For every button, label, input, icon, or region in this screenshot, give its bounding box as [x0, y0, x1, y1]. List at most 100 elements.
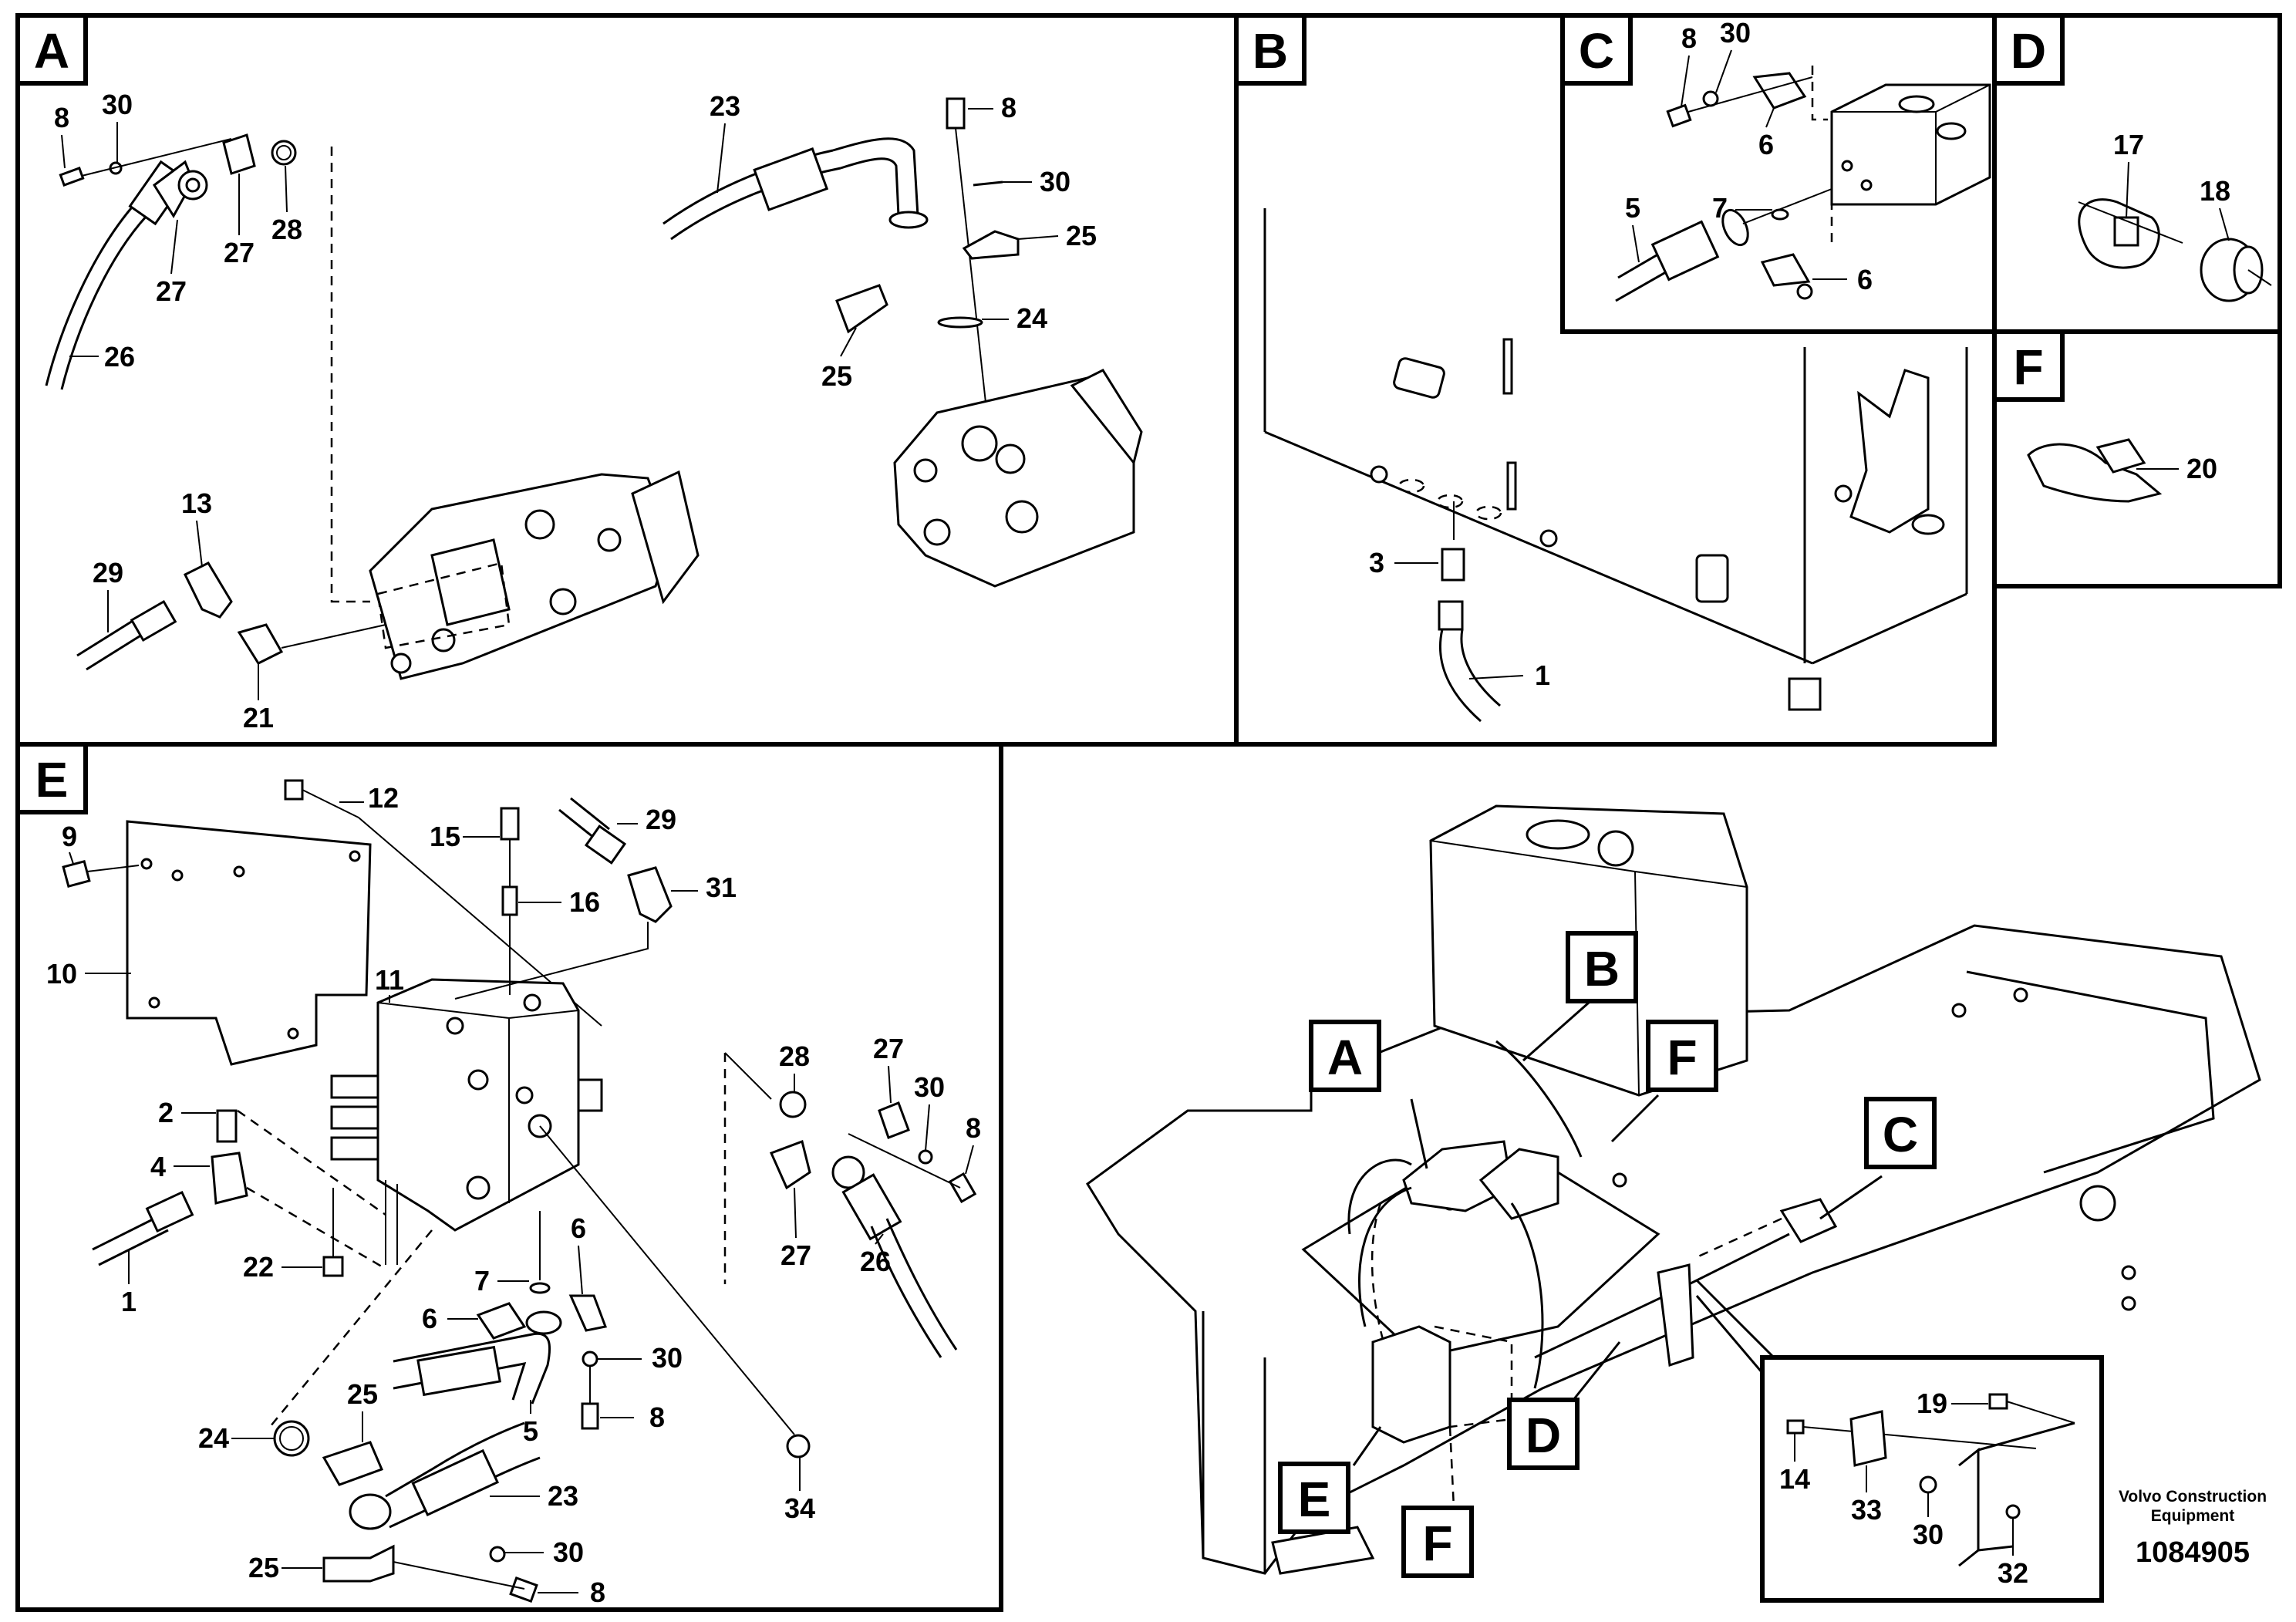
- valve-hole-e6: [523, 993, 541, 1012]
- oring-7-e: [529, 1282, 551, 1294]
- port-hidden-3: [1475, 505, 1502, 521]
- overview-bolt-4: [2013, 987, 2028, 1003]
- label-12: 12: [368, 782, 399, 814]
- tag-d-leader: [1572, 1341, 1621, 1401]
- hose-23-e-line1: [385, 1421, 525, 1498]
- fitting-2: [216, 1109, 238, 1143]
- valve-port-e4: [577, 1078, 603, 1112]
- label-26: 26: [104, 341, 135, 373]
- label-30: 30: [1720, 17, 1751, 49]
- machine-frame-rail: [1966, 970, 2215, 1174]
- tank-bottom-front: [1264, 430, 1813, 665]
- label-22: 22: [243, 1251, 274, 1283]
- hose-29-line1: [76, 615, 140, 657]
- overview-bolt-5: [2121, 1265, 2136, 1280]
- hose-29-nut: [130, 599, 177, 642]
- clamp-6-e-left: [476, 1302, 527, 1340]
- overview-tag-a-box: [1309, 1020, 1381, 1092]
- fitting-15: [500, 807, 520, 841]
- leader-6-e-right: [578, 1245, 583, 1295]
- panel-f-frame: [1992, 329, 2282, 588]
- document-number: 1084905: [2136, 1536, 2250, 1569]
- detail-callout-frame: [1760, 1355, 2104, 1603]
- hose-1-line2: [1460, 629, 1501, 707]
- bolt-8-e3: [509, 1576, 538, 1603]
- leader-8: [61, 134, 66, 169]
- clamp-6-upper: [1752, 72, 1807, 110]
- tank-stud-1: [1370, 465, 1388, 484]
- motor-body: [893, 376, 1135, 588]
- overview-machine-frame: [1085, 804, 2261, 1575]
- label-23: 23: [710, 90, 740, 122]
- hose-1-line1: [1438, 629, 1482, 723]
- valve-port-e2: [330, 1105, 379, 1130]
- detail-leader-1: [1695, 1279, 1775, 1359]
- oring-24-e-inner: [279, 1426, 304, 1451]
- leader-13: [196, 520, 203, 568]
- assembly-axis-e-right: [848, 1133, 961, 1189]
- bolt-12: [284, 779, 304, 801]
- overview-tag-b-box: [1566, 931, 1638, 1003]
- overview-bolt-2: [1612, 1172, 1627, 1188]
- label-25: 25: [347, 1378, 378, 1410]
- label-29: 29: [646, 804, 676, 835]
- elbow-31: [627, 866, 673, 923]
- pump-port-block: [430, 538, 511, 626]
- valve-port-2: [1936, 122, 1967, 140]
- tank-stud-3: [1834, 484, 1853, 503]
- overview-valve-block: [1371, 1325, 1451, 1444]
- overview-tag-f-box: [1646, 1020, 1718, 1092]
- hose-1-nut: [1438, 600, 1464, 631]
- leader-28: [285, 165, 288, 213]
- pump-boss-4: [431, 628, 456, 653]
- oring-28-e: [779, 1091, 807, 1118]
- overview-valve-c: [1779, 1198, 1838, 1243]
- label-1: 1: [121, 1286, 137, 1317]
- hose-26-line2: [60, 214, 148, 390]
- overview-hose-2: [1358, 1186, 1412, 1327]
- label-8-c: 8: [590, 1576, 605, 1608]
- label-33: 33: [1851, 1494, 1882, 1526]
- motor-boss-5: [913, 458, 938, 483]
- overview-guide-c: [1696, 1217, 1782, 1259]
- plug-22: [322, 1256, 344, 1277]
- label-25-b: 25: [248, 1552, 279, 1583]
- label-31: 31: [706, 872, 737, 903]
- panel-b-tag-box: [1234, 13, 1306, 86]
- clamp-25-upper: [962, 230, 1020, 260]
- panel-c-tag-box: [1560, 13, 1633, 86]
- bolt-8-a: [59, 167, 85, 187]
- pump-body: [369, 473, 673, 680]
- cap-18-axis: [2247, 269, 2272, 286]
- tag-f-leader: [1610, 1094, 1660, 1143]
- oring-24: [937, 316, 983, 329]
- leader-8: [1681, 55, 1690, 107]
- label-25-b: 25: [821, 360, 852, 392]
- label-1: 1: [1535, 659, 1550, 691]
- hydraulic-motor: [893, 369, 1143, 588]
- tank-slot-1: [1502, 338, 1513, 395]
- label-19: 19: [1917, 1388, 1947, 1419]
- tank-slot-2: [1506, 461, 1517, 511]
- label-13: 13: [181, 487, 212, 519]
- hose-23-e-flange: [349, 1493, 392, 1530]
- label-8-b: 8: [1001, 92, 1017, 123]
- overview-valve-hidden: [1434, 1325, 1513, 1428]
- bolt-8-b: [946, 97, 966, 130]
- label-11: 11: [375, 964, 404, 996]
- bracket-detail-edge: [1958, 1447, 1980, 1567]
- overview-tag-e: E: [1298, 1472, 1331, 1527]
- valve-hole-e5: [446, 1017, 464, 1035]
- fitting-3: [1441, 548, 1465, 582]
- overview-bracket: [1657, 1263, 1694, 1367]
- panel-d-tag: D: [2011, 23, 2046, 79]
- tag-e-leader: [1352, 1426, 1382, 1466]
- hose-23-e-ferrule: [411, 1448, 500, 1516]
- strap-20-buckle: [2095, 438, 2146, 474]
- bolt-14: [1786, 1419, 1805, 1435]
- assembly-axis-31: [454, 922, 649, 1000]
- overview-tag-a: A: [1327, 1030, 1363, 1085]
- bolt-8: [1666, 103, 1692, 128]
- machine-frame-hole: [2079, 1185, 2116, 1222]
- panel-a-tag-box: [15, 13, 88, 86]
